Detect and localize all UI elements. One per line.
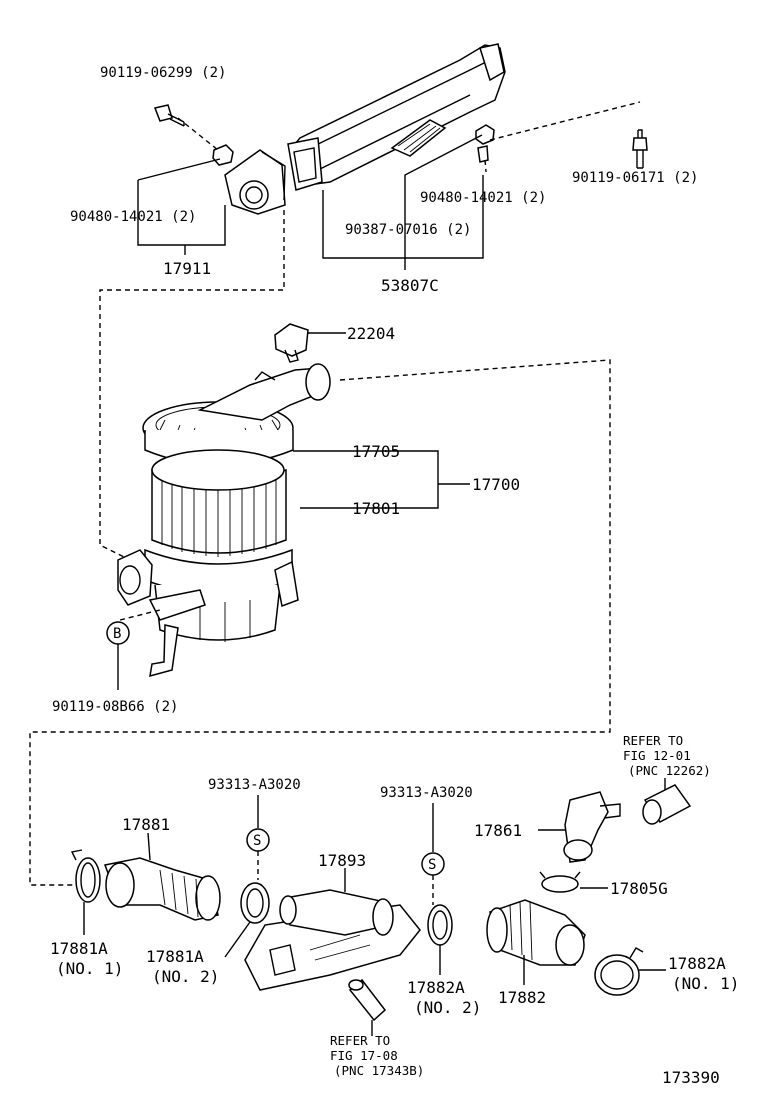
refer1-line3: (PNC 12262)	[628, 763, 711, 778]
clamp-17881A-no2	[240, 882, 270, 924]
bolt-90119-06171	[632, 129, 648, 169]
label-17881A-no2-qualifier: (NO. 2)	[152, 967, 219, 986]
leader-dash	[99, 210, 285, 561]
clamp-17882A-no1	[594, 947, 644, 996]
label-22204: 22204	[347, 324, 395, 343]
leader-dash	[484, 159, 487, 173]
refer2-line3: (PNC 17343B)	[334, 1063, 424, 1078]
hose-pnc-17343B	[348, 978, 387, 1022]
fitting-17861	[563, 791, 621, 863]
clamp-17805G	[539, 871, 581, 893]
label-90119-06299: 90119-06299 (2)	[100, 65, 226, 81]
air-cleaner-cap-17705	[142, 363, 331, 466]
air-cleaner-case	[117, 548, 299, 678]
hose-17882	[486, 899, 586, 966]
leader-line	[322, 175, 484, 259]
label-17700: 17700	[472, 475, 520, 494]
refer1-line2: FIG 12-01	[623, 748, 691, 763]
leader-line	[147, 832, 151, 861]
label-90480-14021-right: 90480-14021 (2)	[420, 190, 546, 206]
label-17801: 17801	[352, 499, 400, 518]
hose-17881	[103, 857, 221, 921]
label-90387-07016: 90387-07016 (2)	[345, 222, 471, 238]
label-17882A-no1-qualifier: (NO. 1)	[672, 974, 739, 993]
hose-pnc-12262	[642, 784, 692, 825]
refer2-line2: FIG 17-08	[330, 1048, 398, 1063]
resonator-17893	[244, 889, 421, 991]
label-90119-06171: 90119-06171 (2)	[572, 170, 698, 186]
intake-duct-53807C	[287, 43, 506, 191]
label-17882: 17882	[498, 988, 546, 1007]
label-17911: 17911	[163, 259, 211, 278]
label-17882A-no2: 17882A	[407, 978, 465, 997]
label-b: B	[113, 626, 121, 642]
label-90480-14021-left: 90480-14021 (2)	[70, 209, 196, 225]
leader-dash	[489, 101, 641, 141]
label-s2: S	[428, 857, 436, 873]
label-17805G: 17805G	[610, 879, 668, 898]
label-17881A-no1: 17881A	[50, 939, 108, 958]
label-90119-08B66: 90119-08B66 (2)	[52, 699, 178, 715]
figure-number: 173390	[662, 1068, 720, 1087]
label-s1: S	[253, 833, 261, 849]
label-17881A-no1-qualifier: (NO. 1)	[56, 959, 123, 978]
refer1-line1: REFER TO	[623, 733, 683, 748]
inlet-17911	[224, 149, 286, 215]
label-17881A-no2: 17881A	[146, 947, 204, 966]
leader-line	[137, 158, 221, 181]
leader-line	[224, 921, 251, 958]
filter-element-17801	[151, 449, 287, 557]
label-17893: 17893	[318, 851, 366, 870]
label-17882A-no2-qualifier: (NO. 2)	[414, 998, 481, 1017]
label-93313-a: 93313-A3020	[208, 777, 301, 793]
label-93313-b: 93313-A3020	[380, 785, 473, 801]
label-17881: 17881	[122, 815, 170, 834]
leader-dash	[29, 359, 611, 886]
small-nut-right	[475, 124, 495, 163]
label-17882A-no1: 17882A	[668, 954, 726, 973]
clamp-17882A-no2	[427, 904, 453, 946]
leader-line	[293, 450, 439, 509]
label-17705: 17705	[352, 442, 400, 461]
leader-dash	[119, 609, 161, 621]
label-17861: 17861	[474, 821, 522, 840]
sensor-22204	[274, 323, 309, 363]
leader-line	[137, 180, 226, 246]
bolt-90119-06299	[153, 104, 185, 127]
label-53807C: 53807C	[381, 276, 439, 295]
refer2-line1: REFER TO	[330, 1033, 390, 1048]
leader-line	[404, 134, 483, 258]
clamp-17881A-no1	[70, 849, 101, 903]
